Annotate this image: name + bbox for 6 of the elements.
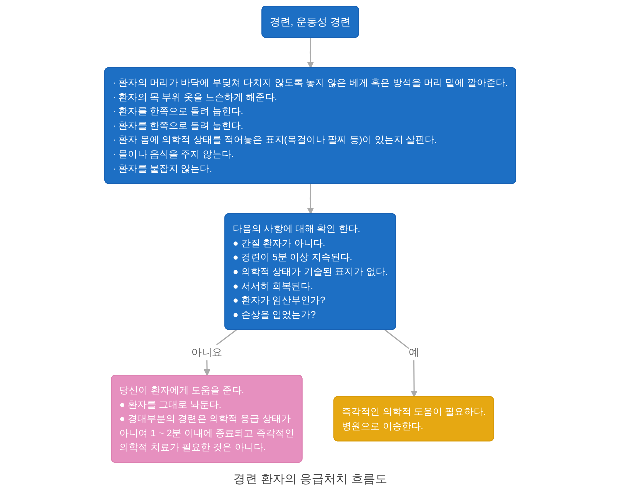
arrow [307, 38, 314, 69]
edge-label: 예 [408, 346, 420, 358]
arrow [384, 330, 418, 398]
arrow [307, 184, 314, 215]
edge-label: 아니요 [192, 346, 222, 358]
caption: 경련 환자의 응급처치 흐름도 [233, 471, 388, 488]
